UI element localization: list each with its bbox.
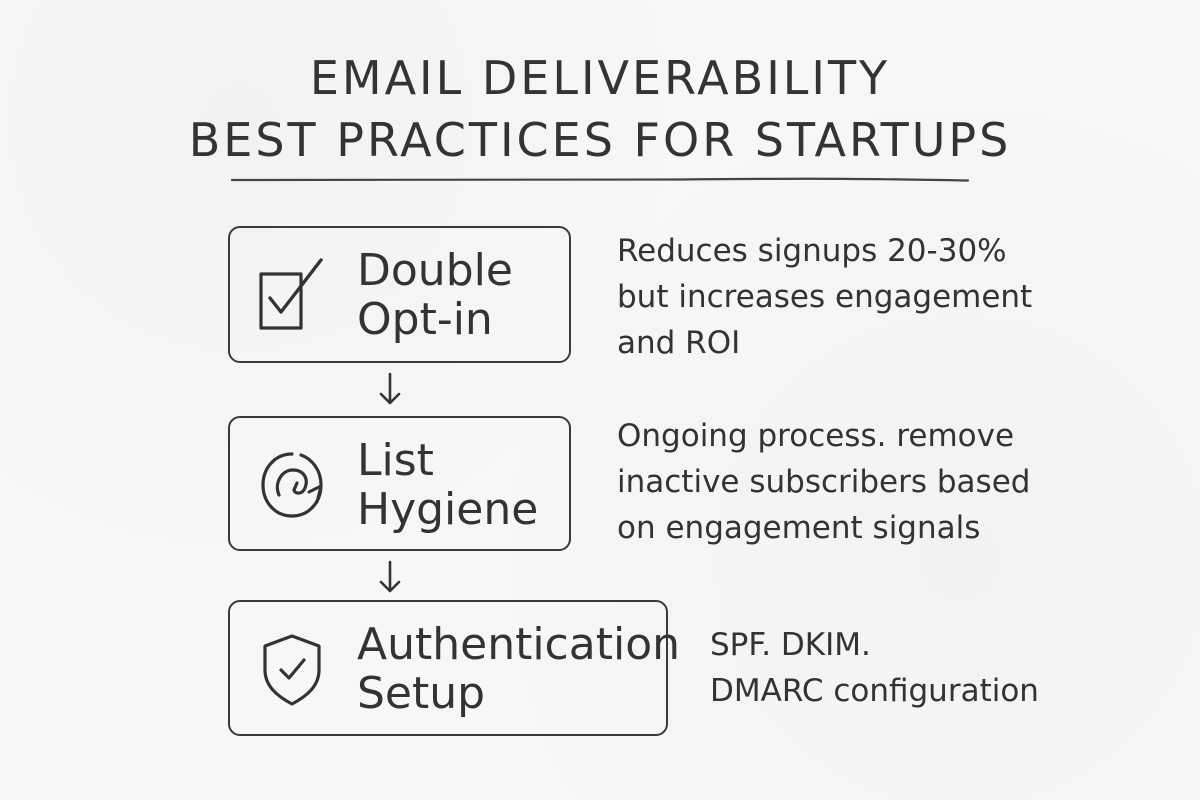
step-label-line-1: Double xyxy=(357,245,513,296)
description-line: and ROI xyxy=(617,325,741,361)
description-line: Reduces signups 20-30% xyxy=(617,233,1007,269)
step-authentication-setup: Authentication Setup xyxy=(228,600,680,736)
step-label-line-1: List xyxy=(357,435,434,486)
diagram-title-line-2: BEST PRACTICES FOR STARTUPS xyxy=(188,113,1012,167)
description-line: on engagement signals xyxy=(617,510,981,546)
down-arrow-icon xyxy=(379,372,401,405)
description-line: SPF. DKIM. xyxy=(710,627,871,663)
step-label: List Hygiene xyxy=(357,436,538,534)
step-label: Authentication Setup xyxy=(357,620,680,718)
step-label-line-2: Setup xyxy=(357,668,486,719)
down-arrow-icon xyxy=(379,560,401,593)
description-line: Ongoing process. remove xyxy=(617,418,1015,454)
description-line: but increases engagement xyxy=(617,279,1033,315)
description-line: inactive subscribers based xyxy=(617,464,1031,500)
title-underline xyxy=(230,177,970,182)
description-line: DMARC configuration xyxy=(710,673,1039,709)
step-double-opt-in: Double Opt-in xyxy=(228,226,571,363)
cleaning-cycle-icon xyxy=(257,446,327,524)
diagram-title-line-1: EMAIL DELIVERABILITY xyxy=(309,51,891,105)
step-description-double-opt-in: Reduces signups 20-30% but increases eng… xyxy=(617,228,1032,366)
step-label: Double Opt-in xyxy=(357,246,513,344)
step-description-list-hygiene: Ongoing process. remove inactive subscri… xyxy=(617,413,1030,551)
step-label-line-1: Authentication xyxy=(357,619,680,670)
shield-check-icon xyxy=(257,630,327,708)
step-label-line-2: Opt-in xyxy=(357,294,493,345)
checkbox-icon xyxy=(257,256,327,334)
step-list-hygiene: List Hygiene xyxy=(228,416,571,551)
step-label-line-2: Hygiene xyxy=(357,484,539,535)
step-description-authentication-setup: SPF. DKIM. DMARC configuration xyxy=(710,622,1039,714)
